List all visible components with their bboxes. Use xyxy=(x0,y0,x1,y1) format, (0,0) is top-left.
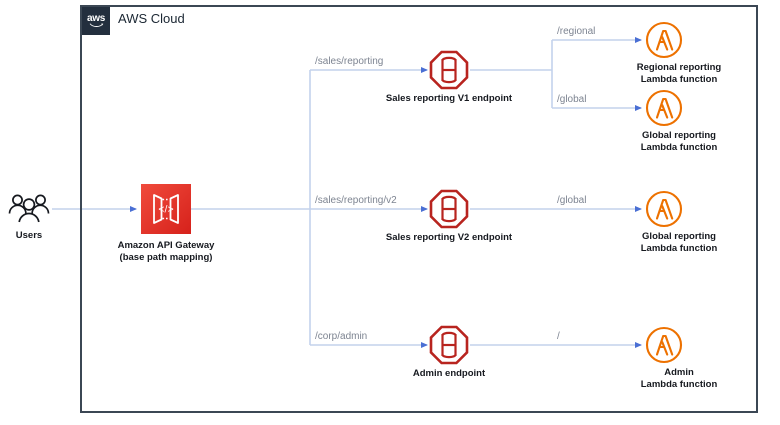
lambda-icon xyxy=(645,89,683,127)
path-label-regional: /regional xyxy=(557,26,596,37)
api-endpoint-icon xyxy=(429,50,469,90)
users-label: Users xyxy=(15,230,43,241)
lambda-icon xyxy=(645,21,683,59)
path-label-root: / xyxy=(557,331,560,342)
lambda-label-admin: Admin Lambda function xyxy=(640,367,718,390)
api-gateway-icon: </> xyxy=(141,184,191,234)
path-label-sales-v1: /sales/reporting xyxy=(315,56,384,67)
api-endpoint-icon xyxy=(429,325,469,365)
api-gateway-label: Amazon API Gateway (base path mapping) xyxy=(117,240,215,263)
svg-text:</>: </> xyxy=(158,204,173,216)
aws-cloud-title: AWS Cloud xyxy=(118,11,185,26)
users-icon xyxy=(8,194,50,223)
lambda-icon xyxy=(645,326,683,364)
endpoint-label-admin: Admin endpoint xyxy=(412,368,486,379)
endpoint-label-sales-v2: Sales reporting V2 endpoint xyxy=(385,232,513,243)
path-label-corp-admin: /corp/admin xyxy=(315,331,368,342)
aws-smile-swoosh-icon xyxy=(89,23,103,27)
lambda-label-global-v1: Global reporting Lambda function xyxy=(640,130,718,153)
aws-logo-icon: aws xyxy=(82,7,110,35)
path-label-global-v1: /global xyxy=(557,94,587,105)
endpoint-label-sales-v1: Sales reporting V1 endpoint xyxy=(385,93,513,104)
path-label-global-v2: /global xyxy=(557,195,587,206)
aws-logo-text: aws xyxy=(86,13,105,24)
path-label-sales-v2: /sales/reporting/v2 xyxy=(315,195,397,206)
lambda-label-global-v2: Global reporting Lambda function xyxy=(640,231,718,254)
aws-cloud-boundary xyxy=(80,5,758,413)
lambda-label-regional: Regional reporting Lambda function xyxy=(636,62,722,85)
lambda-icon xyxy=(645,190,683,228)
api-endpoint-icon xyxy=(429,189,469,229)
